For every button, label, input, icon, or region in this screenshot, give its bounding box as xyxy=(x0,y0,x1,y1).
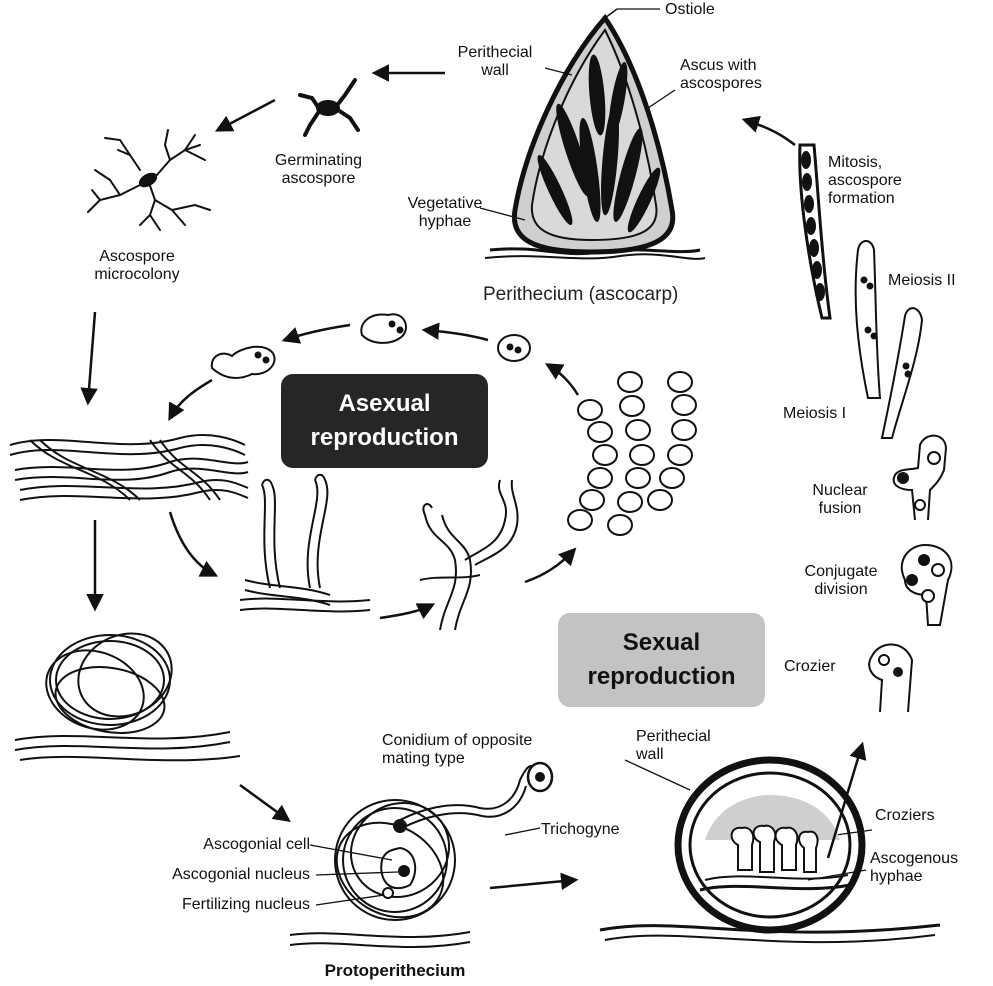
perithecial-wall-bottom-label: Perithecial wall xyxy=(636,728,711,764)
mitosis-ascus-illustration xyxy=(800,145,830,318)
asexual-reproduction-box: Asexual reproduction xyxy=(281,374,488,468)
nuclear-fusion-label: Nuclear fusion xyxy=(800,482,880,518)
ascospore-microcolony-illustration xyxy=(88,130,210,230)
ostiole-label: Ostiole xyxy=(665,1,715,19)
meiosis-ii-ascus-illustration xyxy=(856,241,880,398)
croziers-label: Croziers xyxy=(875,807,935,825)
mitosis-label: Mitosis, ascospore formation xyxy=(828,154,902,208)
ascospore-microcolony-label: Ascospore microcolony xyxy=(72,248,202,284)
ascogonial-nucleus-label: Ascogonial nucleus xyxy=(110,866,310,884)
ascus-with-ascospores-label: Ascus with ascospores xyxy=(680,57,762,93)
ascogenous-hyphae-label: Ascogenous hyphae xyxy=(870,850,958,886)
wavy-conidiophore-illustration xyxy=(420,480,518,630)
trichogyne-label: Trichogyne xyxy=(541,821,620,839)
crozier-label: Crozier xyxy=(784,658,836,676)
conidium-label: Conidium of opposite mating type xyxy=(382,732,532,768)
ascogonial-cell-label: Ascogonial cell xyxy=(140,836,310,854)
protoperithecium-illustration xyxy=(290,763,552,947)
nuclear-fusion-illustration xyxy=(894,436,946,520)
perithecial-wall-top-label: Perithecial wall xyxy=(450,44,540,80)
sexual-reproduction-box: Sexual reproduction xyxy=(558,613,765,707)
tangled-hyphae-illustration xyxy=(15,618,240,760)
crozier-illustration xyxy=(869,644,912,712)
conidiophore-hyphae-illustration xyxy=(240,475,370,612)
vegetative-hyphae-mass-illustration xyxy=(10,435,248,500)
vegetative-hyphae-label: Vegetative hyphae xyxy=(400,195,490,231)
conjugate-division-illustration xyxy=(902,545,952,625)
protoperithecium-label: Protoperithecium xyxy=(305,962,485,980)
fertilizing-nucleus-label: Fertilizing nucleus xyxy=(110,896,310,914)
conidial-chains-illustration xyxy=(568,372,696,535)
meiosis-ii-label: Meiosis II xyxy=(888,272,956,290)
perithecium-ascocarp-label: Perithecium (ascocarp) xyxy=(483,286,678,304)
meiosis-i-label: Meiosis I xyxy=(783,405,846,423)
conjugate-division-label: Conjugate division xyxy=(796,563,886,599)
germinating-ascospore-illustration xyxy=(300,80,358,135)
meiosis-i-ascus-illustration xyxy=(882,308,922,438)
germinating-conidium-spores xyxy=(212,314,530,378)
germinating-ascospore-label: Germinating ascospore xyxy=(266,152,371,188)
